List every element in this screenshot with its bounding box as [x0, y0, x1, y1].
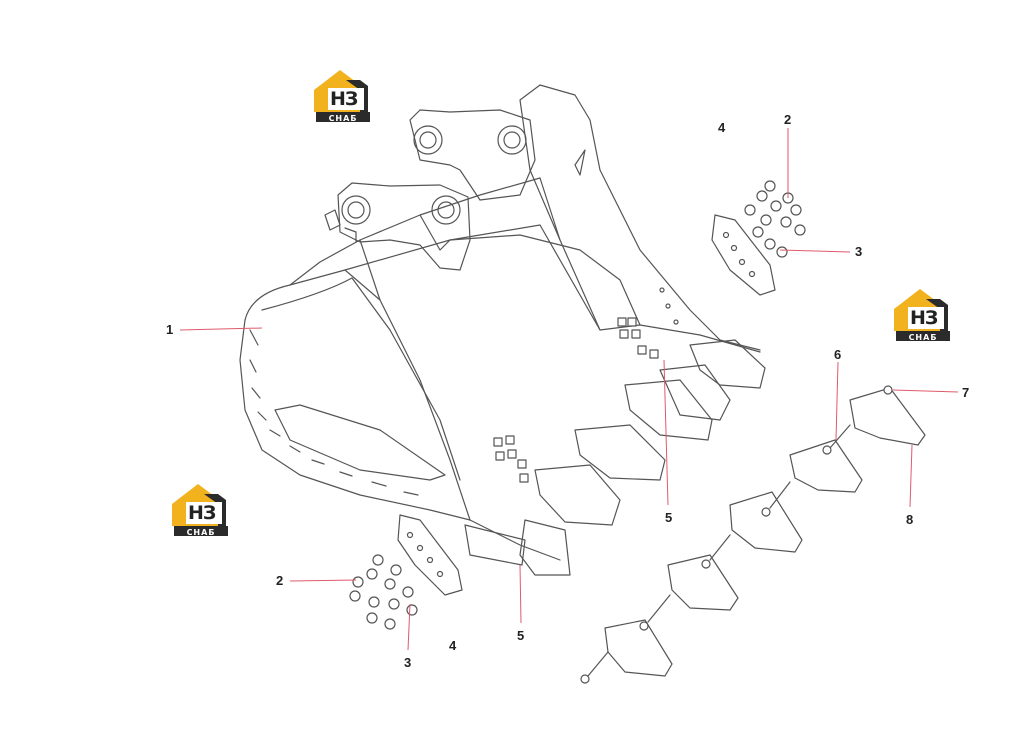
logo-top-left: НЗ СНАБ: [310, 68, 372, 124]
logo-caption: СНАБ: [186, 528, 216, 537]
mounting-bracket-rear: [409, 109, 536, 201]
side-cutter-left: [397, 514, 463, 596]
callout-4-right: 4: [718, 120, 726, 135]
logo-mark: НЗ: [910, 307, 938, 329]
logo-mark: НЗ: [330, 88, 358, 110]
callout-2-left: 2: [276, 573, 284, 588]
leader-3-right: [779, 249, 851, 253]
leader-5-left: [519, 564, 522, 624]
leader-8: [909, 444, 913, 508]
callout-8: 8: [906, 512, 914, 527]
house-logo-icon: [172, 484, 228, 536]
tooth-pins: [580, 385, 893, 684]
callout-6: 6: [834, 347, 842, 362]
callout-3-left: 3: [404, 655, 412, 670]
leader-5-right: [663, 359, 669, 506]
leader-6: [835, 361, 839, 441]
side-cutter-right: [711, 214, 776, 296]
mounting-bracket-front: [324, 182, 471, 271]
logo-caption: СНАБ: [908, 333, 938, 342]
leader-7: [892, 389, 959, 393]
house-logo-icon: [894, 289, 950, 341]
logo-bottom-left: НЗ СНАБ: [168, 482, 230, 538]
bucket-teeth: [604, 387, 926, 677]
fasteners-right: [744, 180, 806, 258]
callout-3-right: 3: [855, 244, 863, 259]
callout-4-left: 4: [449, 638, 457, 653]
house-logo-icon: [314, 70, 370, 122]
logo-right: НЗ СНАБ: [890, 287, 952, 343]
callout-5-right: 5: [665, 510, 673, 525]
logo-mark: НЗ: [188, 502, 216, 524]
leader-2-left: [289, 579, 357, 582]
leader-3-left: [407, 603, 411, 651]
tooth-adapters-on-lip: [464, 339, 766, 576]
fasteners-left: [349, 554, 418, 630]
callout-5-left: 5: [517, 628, 525, 643]
leader-1: [179, 327, 263, 331]
callout-7: 7: [962, 385, 970, 400]
bucket-body: [239, 177, 761, 561]
callout-2-right: 2: [784, 112, 792, 127]
callout-1: 1: [166, 322, 174, 337]
lip-bolts: [493, 317, 659, 483]
leader-lines: [179, 128, 959, 651]
logo-caption: СНАБ: [328, 114, 358, 123]
